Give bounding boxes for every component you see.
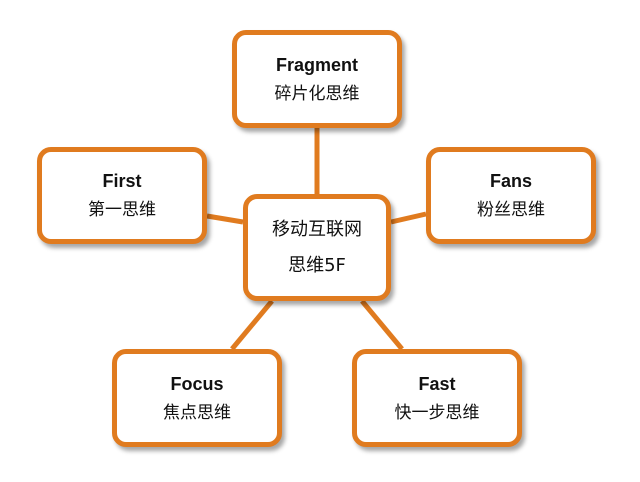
node-fragment: Fragment 碎片化思维 [232,30,402,128]
center-node-line1: 移动互联网 [272,218,362,240]
node-focus-subtitle: 焦点思维 [163,402,231,423]
node-fast: Fast 快一步思维 [352,349,522,447]
node-fans-subtitle: 粉丝思维 [477,200,545,220]
node-first-title: First [102,171,142,191]
connector-fast [360,299,404,351]
node-first: First 第一思维 [37,147,207,244]
connector-first [206,213,244,225]
connector-focus [230,299,274,351]
node-fans: Fans 粉丝思维 [426,147,596,244]
node-focus-title: Focus [170,373,224,394]
connector-fans [390,211,427,225]
node-fans-title: Fans [489,171,532,191]
node-fragment-subtitle: 碎片化思维 [274,83,360,104]
node-fast-subtitle: 快一步思维 [394,402,480,423]
node-fragment-title: Fragment [275,54,358,75]
node-focus: Focus 焦点思维 [112,349,282,447]
node-first-subtitle: 第一思维 [88,200,156,220]
center-node: 移动互联网 思维5F [243,194,391,301]
node-fast-title: Fast [418,373,456,394]
center-node-line2: 思维5F [288,254,346,276]
